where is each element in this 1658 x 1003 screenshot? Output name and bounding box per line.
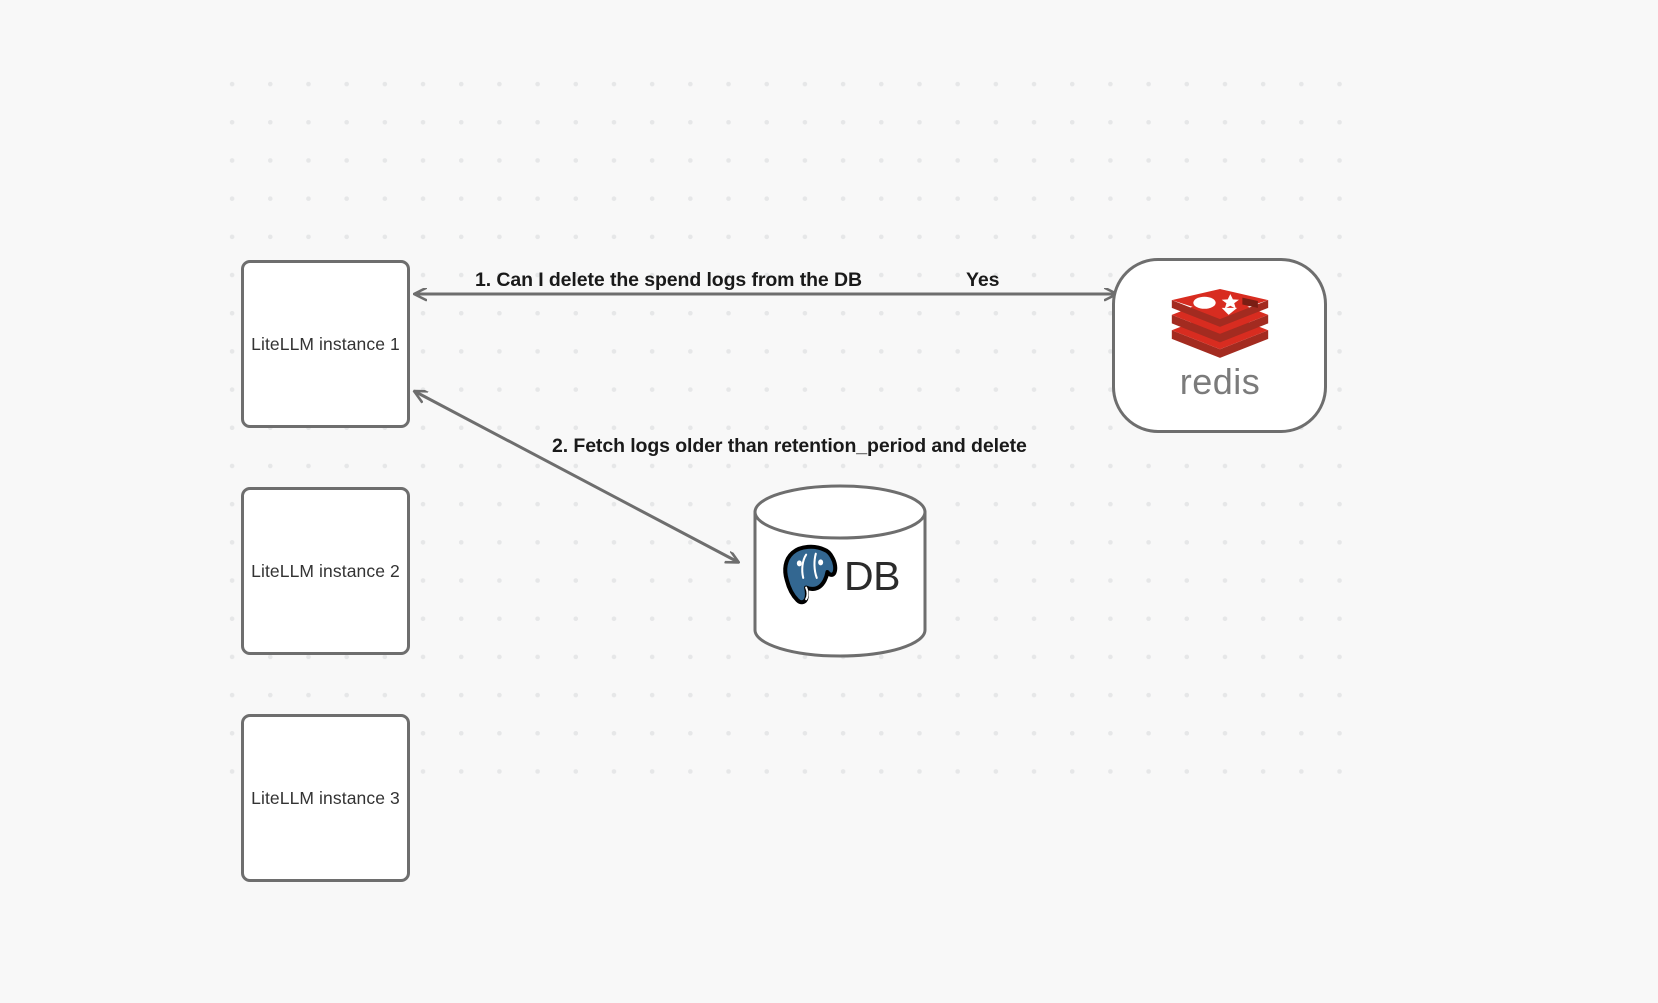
redis-logo-icon: [1171, 288, 1268, 358]
node-label: LiteLLM instance 1: [251, 333, 400, 354]
edge-instance1-database: [414, 389, 738, 562]
edge-label-step-1: 1. Can I delete the spend logs from the …: [475, 269, 862, 291]
postgresql-elephant-icon: [783, 544, 838, 605]
node-label: LiteLLM instance 2: [251, 560, 400, 581]
database-label: DB: [844, 552, 900, 599]
node-litellm-instance-1[interactable]: LiteLLM instance 1: [241, 260, 410, 428]
node-label: LiteLLM instance 3: [251, 787, 400, 808]
node-litellm-instance-3[interactable]: LiteLLM instance 3: [241, 714, 410, 882]
svg-text:redis: redis: [1179, 365, 1260, 402]
node-database[interactable]: DB: [753, 490, 926, 652]
node-litellm-instance-2[interactable]: LiteLLM instance 2: [241, 487, 410, 655]
redis-wordmark: redis: [1179, 365, 1260, 402]
edge-label-step-2: 2. Fetch logs older than retention_perio…: [552, 435, 1027, 457]
edge-label-yes: Yes: [966, 269, 1000, 291]
node-redis[interactable]: redis: [1112, 258, 1327, 433]
